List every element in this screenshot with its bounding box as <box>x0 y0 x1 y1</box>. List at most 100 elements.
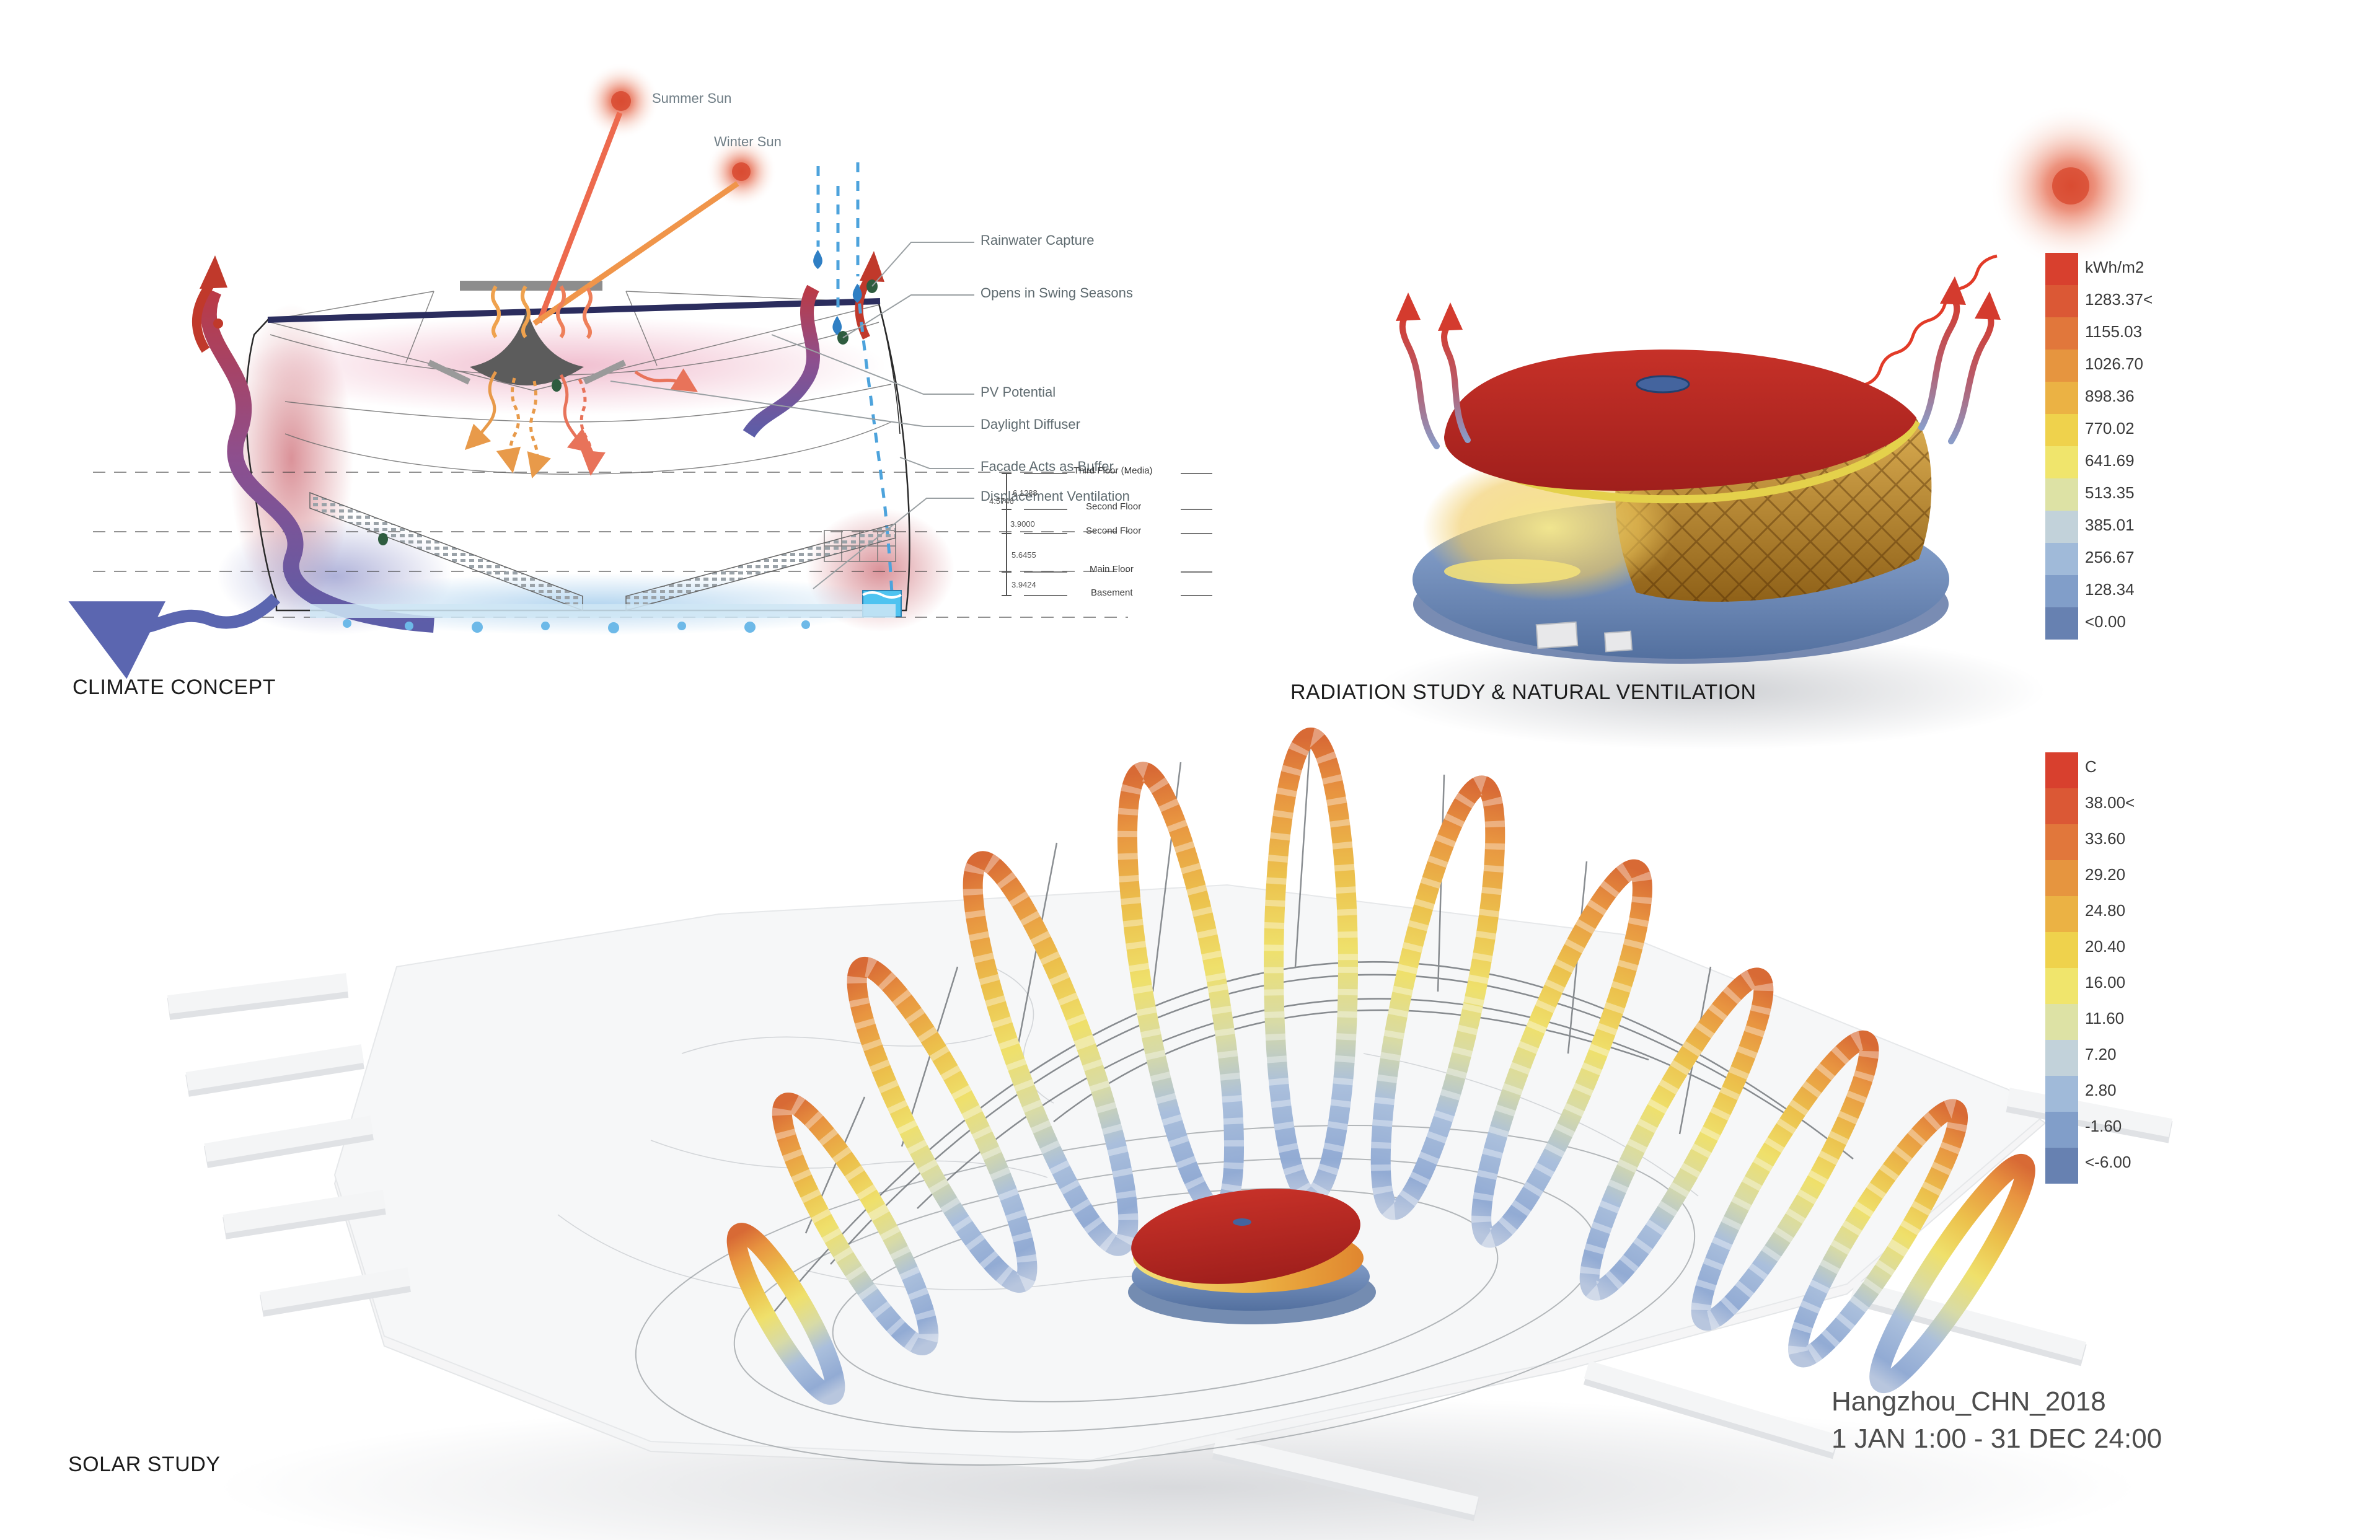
loop-banding <box>772 728 1968 1368</box>
rain-drops <box>813 250 862 335</box>
climate-annotation-4: Facade Acts as Buffer <box>981 459 1114 474</box>
seating-bowl <box>309 491 896 633</box>
legend-value-2: 29.20 <box>2085 865 2126 884</box>
road-stubs <box>167 973 2172 1515</box>
climate-annotation-0: Rainwater Capture <box>981 232 1095 248</box>
climate-annotation-5: Displacement Ventilation <box>981 488 1130 504</box>
summer-sun-ray <box>536 112 623 323</box>
legend-value-0: 38.00< <box>2085 793 2135 812</box>
diffuser-side-plates <box>427 359 627 385</box>
solar-ray-arrow <box>1864 254 1998 387</box>
stadium-roof <box>1444 350 1916 491</box>
summer-sun-icon <box>583 63 659 139</box>
winter-sun-label: Winter Sun <box>714 134 782 149</box>
radiation-title: RADIATION STUDY & NATURAL VENTILATION <box>1290 680 1756 704</box>
facade-warm-band <box>1444 559 1580 584</box>
legend-value-4: 20.40 <box>2085 937 2126 956</box>
cool-intake-arrow <box>68 593 281 679</box>
solar-location: Hangzhou_CHN_2018 <box>1831 1386 2106 1417</box>
analemma-loops <box>726 728 2035 1405</box>
floor-label-4: Basement <box>1091 587 1133 598</box>
legend-swatch-6 <box>2045 968 2078 1004</box>
radiation-sun-icon <box>1989 104 2153 268</box>
summer-sun-label: Summer Sun <box>652 90 732 106</box>
legend-swatch-0 <box>2045 752 2078 788</box>
legend-swatch-9 <box>2045 543 2078 575</box>
legend-value-1: 1155.03 <box>2085 322 2143 341</box>
floor-label-2: Second Floor <box>1086 526 1142 536</box>
floor-label-3: Main Floor <box>1090 564 1134 574</box>
legend-swatch-8 <box>2045 1040 2078 1076</box>
legend-value-9: 128.34 <box>2085 580 2135 599</box>
ventilation-arrows <box>1399 294 1994 449</box>
rain-lines <box>816 162 894 608</box>
legend-swatch-1 <box>2045 285 2078 317</box>
legend-swatch-3 <box>2045 860 2078 896</box>
solar-stadium <box>1128 1189 1376 1324</box>
legend-swatch-8 <box>2045 511 2078 543</box>
legend-swatch-11 <box>2045 607 2078 640</box>
legend-swatch-3 <box>2045 350 2078 382</box>
legend-value-7: 7.20 <box>2085 1045 2117 1063</box>
solar-period: 1 JAN 1:00 - 31 DEC 24:00 <box>1831 1423 2162 1454</box>
climate-annotation-1: Opens in Swing Seasons <box>981 285 1133 301</box>
daylight-diffuser-funnel <box>470 309 584 385</box>
legend-swatch-5 <box>2045 932 2078 968</box>
daylight-scatter-arrows <box>464 368 698 479</box>
climate-annotation-2: PV Potential <box>981 384 1056 400</box>
legend-value-10: <-6.00 <box>2085 1153 2131 1171</box>
legend-unit: kWh/m2 <box>2085 258 2144 276</box>
legend-swatch-1 <box>2045 788 2078 824</box>
legend-swatch-5 <box>2045 414 2078 446</box>
dimension-2: 3.9000 <box>1010 519 1035 529</box>
legend-value-2: 1026.70 <box>2085 354 2143 373</box>
stadium-shadow <box>1376 632 2045 750</box>
legend-value-8: 2.80 <box>2085 1081 2117 1099</box>
legend-swatch-2 <box>2045 824 2078 860</box>
legend-swatch-7 <box>2045 478 2078 511</box>
exhaust-ribbons <box>200 284 820 633</box>
legend-swatch-2 <box>2045 317 2078 350</box>
radiation-study <box>1376 104 2153 750</box>
legend-swatch-9 <box>2045 1076 2078 1112</box>
legend-value-3: 898.36 <box>2085 387 2135 405</box>
floor-label-0: Third Floor (Media) <box>1073 465 1153 476</box>
dimension-0: 6.1288 <box>1013 488 1038 498</box>
legend-value-5: 16.00 <box>2085 973 2126 992</box>
legend-swatch-10 <box>2045 575 2078 607</box>
climate-section <box>68 63 1212 679</box>
legend-value-6: 513.35 <box>2085 483 2135 502</box>
pv-roof-line <box>267 298 881 323</box>
ventilation-arrowheads <box>1396 276 2001 331</box>
solar-title: SOLAR STUDY <box>68 1453 221 1476</box>
legend-swatch-0 <box>2045 253 2078 285</box>
legend-value-7: 385.01 <box>2085 516 2135 534</box>
legend-value-0: 1283.37< <box>2085 290 2153 309</box>
dimension-1: 4.5746 <box>989 496 1014 506</box>
legend-value-6: 11.60 <box>2085 1009 2125 1027</box>
stadium-entrances <box>1535 621 1633 653</box>
dimension-lines <box>1002 473 1212 596</box>
legend-value-1: 33.60 <box>2085 829 2126 848</box>
climate-annotation-3: Daylight Diffuser <box>981 416 1080 432</box>
legend-unit: C <box>2085 757 2097 776</box>
light-scatter-above <box>491 285 593 340</box>
legend-value-4: 770.02 <box>2085 419 2135 438</box>
legend-swatch-11 <box>2045 1148 2078 1184</box>
dimension-3: 5.6455 <box>1011 550 1036 560</box>
winter-sun-icon <box>705 136 777 208</box>
legend-swatch-10 <box>2045 1112 2078 1148</box>
legend-swatch-4 <box>2045 896 2078 932</box>
roof-oculus <box>1636 375 1690 394</box>
legend-value-5: 641.69 <box>2085 451 2135 470</box>
solar-study-scene <box>167 728 2173 1540</box>
annotation-leaders <box>610 242 974 589</box>
legend-swatch-6 <box>2045 446 2078 478</box>
legend-value-3: 24.80 <box>2085 901 2126 920</box>
legend-value-8: 256.67 <box>2085 548 2135 566</box>
legend-swatch-4 <box>2045 382 2078 414</box>
legend-swatch-7 <box>2045 1004 2078 1040</box>
supply-air-drops <box>343 619 810 633</box>
